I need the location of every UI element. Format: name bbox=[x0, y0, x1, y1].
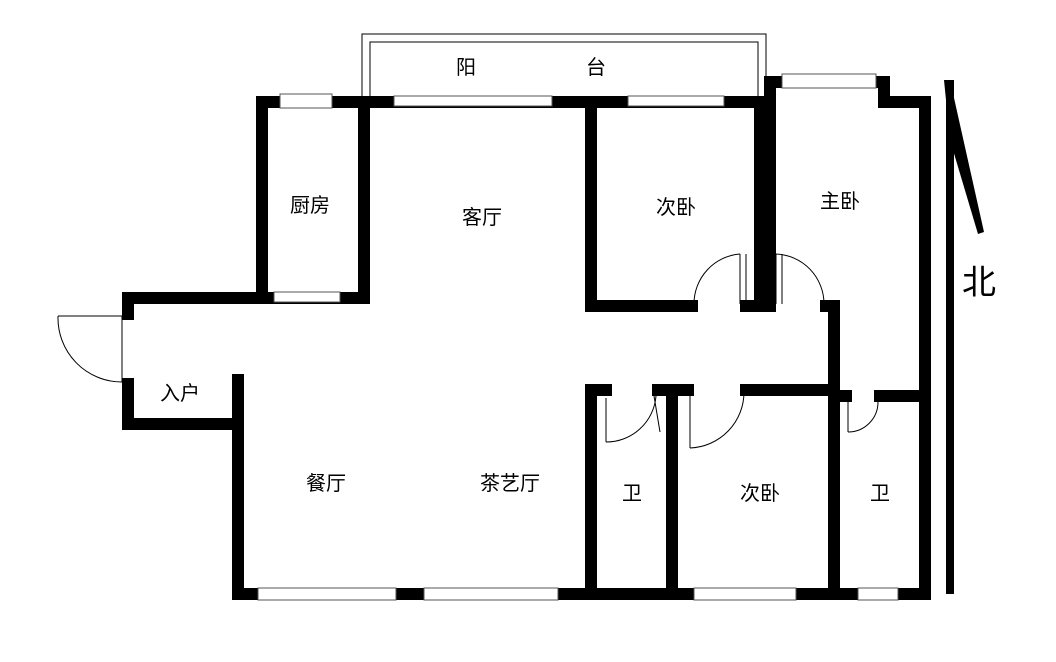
entrance-label: 入户 bbox=[160, 381, 200, 405]
balcony-label-left: 阳 bbox=[456, 55, 476, 79]
bedroom-top-label: 次卧 bbox=[656, 195, 696, 219]
room-labels: 阳 台 厨房 客厅 次卧 主卧 入户 餐厅 茶艺厅 卫 次卧 卫 bbox=[160, 55, 890, 505]
bathroom-left-label: 卫 bbox=[622, 481, 642, 505]
north-arrow: 北 bbox=[944, 80, 996, 594]
kitchen-label: 厨房 bbox=[290, 193, 330, 217]
walls bbox=[122, 76, 931, 600]
bathroom-right-label: 卫 bbox=[870, 481, 890, 505]
living-room-label: 客厅 bbox=[462, 205, 502, 229]
windows bbox=[257, 73, 899, 601]
north-label: 北 bbox=[962, 263, 996, 303]
balcony-label-right: 台 bbox=[586, 55, 606, 79]
bedroom-bottom-label: 次卧 bbox=[740, 481, 780, 505]
tea-room-label: 茶艺厅 bbox=[480, 471, 540, 495]
master-bedroom-label: 主卧 bbox=[820, 189, 860, 213]
doors bbox=[57, 253, 879, 449]
balcony bbox=[361, 33, 767, 101]
dining-room-label: 餐厅 bbox=[306, 471, 346, 495]
